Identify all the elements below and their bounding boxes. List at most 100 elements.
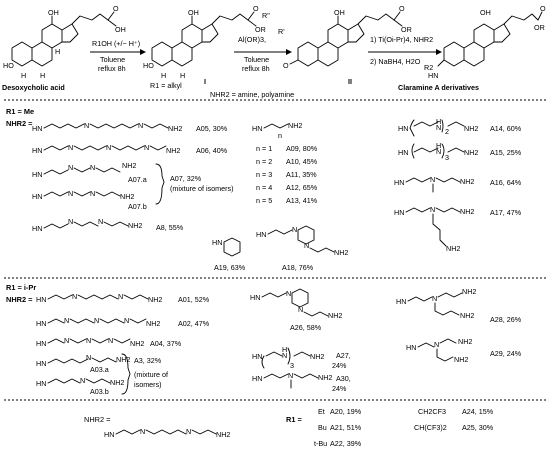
atom-nh2: NH2 <box>446 244 460 253</box>
r-et: Et <box>318 407 325 416</box>
hn-label: HN <box>428 71 438 80</box>
atom-n: N <box>108 336 113 345</box>
yield-A26: A26, 58% <box>290 323 322 332</box>
yield-A19: A19, 63% <box>214 263 246 272</box>
amine-A28: HN N NH2 NH2 A28, 26% <box>396 287 522 324</box>
atom-hn: HN <box>396 297 406 306</box>
atom-nh2: NH2 <box>464 148 478 157</box>
atom-hn: HN <box>32 224 42 233</box>
atom-nh2: NH2 <box>116 355 130 364</box>
ho-label: HO <box>3 61 14 70</box>
step2-note: NHR2 = amine, polyamine <box>210 90 294 99</box>
atom-n: N <box>304 241 309 250</box>
atom-n: N <box>288 371 293 380</box>
amine-A05: HN N N NH2 A05, 30% <box>32 121 228 133</box>
steroid-intermediate-II: OH O OR O <box>283 4 412 70</box>
ketone-r2: R" <box>262 11 270 20</box>
atom-hn: HN <box>394 178 404 187</box>
h-label: H <box>55 47 60 56</box>
atom-nh2: NH2 <box>310 352 324 361</box>
atom-n: N <box>94 316 99 325</box>
n4: n = 4 <box>256 183 272 192</box>
repeat-2: 2 <box>445 127 449 136</box>
n5-yield: A13, 41% <box>286 196 318 205</box>
step3-b: 2) NaBH4, H2O <box>370 57 421 66</box>
atom-hn: HN <box>104 430 114 439</box>
atom-nh2: NH2 <box>454 355 468 364</box>
atom-hn: HN <box>212 238 222 247</box>
atom-n: N <box>84 121 89 130</box>
r2-label: R2 <box>424 63 433 72</box>
yield-A01: A01, 52% <box>178 295 210 304</box>
yield-A03: A3, 32% <box>134 356 162 365</box>
step2-conditions: Al(OR)3, R" R' Toluene reflux 8h NHR2 = … <box>210 11 294 99</box>
atom-n: N <box>90 189 95 198</box>
yield-A16: A16, 64% <box>490 178 522 187</box>
oh-label: OH <box>480 8 491 17</box>
n-subscript: n <box>278 131 282 140</box>
atom-hn: HN <box>394 208 404 217</box>
pct-A30: 24% <box>332 384 347 393</box>
ho-label: HO <box>143 61 154 70</box>
yield-A18: A18, 76% <box>282 263 314 272</box>
amine-A8: HN N N NH2 A8, 55% <box>32 217 184 233</box>
atom-nh2: NH2 <box>128 221 142 230</box>
atom-n: N <box>286 289 291 298</box>
atom-n: N <box>86 353 91 362</box>
atom-hn: HN <box>398 148 408 157</box>
section2-nhr2: NHR2 = <box>6 295 33 304</box>
atom-nh2: NH2 <box>328 311 342 320</box>
atom-nh2: NH2 <box>458 337 472 346</box>
amine-A16: HN N NH2 A16, 64% <box>394 175 522 193</box>
r-tbu: t-Bu <box>314 439 327 448</box>
atom-nh2: NH2 <box>122 161 136 170</box>
atom-n: N <box>298 305 303 314</box>
atom-h: H <box>282 345 287 354</box>
yield-A25: A25, 30% <box>462 423 494 432</box>
yield-A29: A29, 24% <box>490 349 522 358</box>
atom-n: N <box>432 294 437 303</box>
h-label: H <box>161 71 166 80</box>
atom-hn: HN <box>36 379 46 388</box>
ketone-r1: R' <box>278 27 285 36</box>
h-label: H <box>180 71 185 80</box>
atom-n: N <box>106 143 111 152</box>
label-II: II <box>348 77 352 86</box>
atom-hn: HN <box>36 295 46 304</box>
atom-hn: HN <box>36 339 46 348</box>
step3-conditions: 1) Ti(Oi-Pr)4, NHR2 2) NaBH4, H2O <box>368 35 442 66</box>
yield-A15: A15, 25% <box>490 148 522 157</box>
amine-A07: HN N N NH2 A07.a HN N N NH2 A07.b A07, 3… <box>32 161 234 211</box>
atom-n: N <box>80 376 85 385</box>
amine-A30: HN N NH2 A30, 24% <box>252 371 351 393</box>
amine-A15: HN H N 3 NH2 A15, 25% <box>398 141 522 162</box>
section2-r1: R1 = i-Pr <box>6 283 36 292</box>
label-A03b: A03.b <box>90 387 109 396</box>
yield-A17: A17, 47% <box>490 208 522 217</box>
atom-nh2: NH2 <box>168 124 182 133</box>
yield-A05: A05, 30% <box>196 124 228 133</box>
label-A03a: A03.a <box>90 365 109 374</box>
start-name: Desoxycholic acid <box>2 83 65 92</box>
amine-A27: HN H N 3 NH2 A27, 24% <box>252 345 351 370</box>
atom-n: N <box>68 163 73 172</box>
repeat-3: 3 <box>445 153 449 162</box>
product-name: Claramine A derivatives <box>398 83 479 92</box>
atom-n: N <box>436 123 441 132</box>
amine-A04: HN N N N NH2 A04, 37% <box>36 336 182 348</box>
n4-yield: A12, 65% <box>286 183 318 192</box>
atom-nh2: NH2 <box>130 339 144 348</box>
atom-nh2: NH2 <box>318 373 332 382</box>
yield-A04: A04, 37% <box>150 339 182 348</box>
atom-n: N <box>64 316 69 325</box>
o-label: O <box>283 61 289 70</box>
steroid-product: OH O OR R2 HN <box>424 4 546 80</box>
atom-hn: HN <box>250 293 260 302</box>
amine-A20-series: HN N N NH2 <box>104 427 230 439</box>
or1-label: OR <box>255 25 266 34</box>
pct-A27: 24% <box>332 361 347 370</box>
n5: n = 5 <box>256 196 272 205</box>
or1-label: OR <box>534 23 545 32</box>
atom-hn: HN <box>32 170 42 179</box>
